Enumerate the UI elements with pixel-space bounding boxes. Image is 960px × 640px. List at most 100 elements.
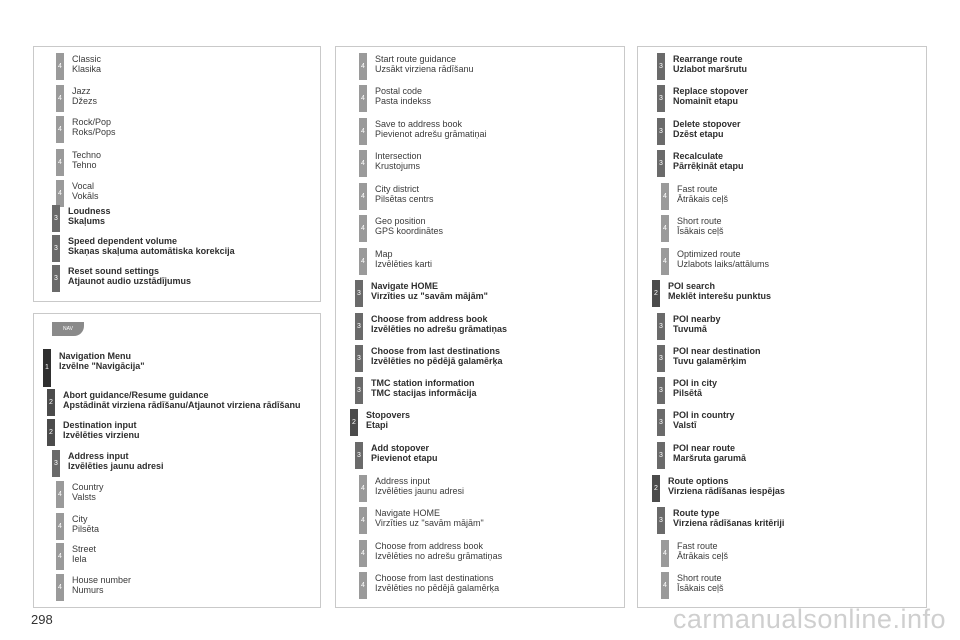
level-badge: 3 [52, 450, 60, 477]
panel-audio-settings [33, 46, 321, 302]
entry-label-en: TMC station information [371, 378, 475, 388]
entry-label-en: Intersection [375, 151, 422, 161]
entry-label-en: Route options [668, 476, 729, 486]
level-badge: 3 [355, 377, 363, 404]
entry-label-lv: TMC stacijas informācija [371, 388, 477, 398]
entry-label-en: Replace stopover [673, 86, 749, 96]
entry-label-lv: Pilsēta [72, 524, 100, 534]
entry-label-en: Route type [673, 508, 720, 518]
level-badge: 4 [56, 116, 64, 143]
entry-label-lv: Virzīties uz "savām mājām" [375, 518, 484, 528]
entry-label-lv: Pievienot adrešu grāmatiņai [375, 129, 487, 139]
entry-label-lv: Pasta indekss [375, 96, 432, 106]
entry-label-lv: Izvēlēties jaunu adresi [375, 486, 465, 496]
entry-label-en: Start route guidance [375, 54, 457, 64]
entry-label-en: POI nearby [673, 314, 721, 324]
level-badge: 3 [52, 265, 60, 292]
entry-label-lv: Krustojums [375, 161, 421, 171]
entry-label-lv: Džezs [72, 96, 98, 106]
level-badge: 3 [657, 150, 665, 177]
entry-label-lv: Tuvumā [673, 324, 707, 334]
entry-label-lv: Maršruta garumā [673, 453, 747, 463]
entry-label-lv: Skaņas skaļuma automātiska korekcija [68, 246, 235, 256]
entry-label-en: POI search [668, 281, 716, 291]
entry-label-en: Fast route [677, 184, 718, 194]
entry-label-en: Classic [72, 54, 102, 64]
entry-label-en: Save to address book [375, 119, 463, 129]
level-badge: 4 [359, 572, 367, 599]
level-badge: 3 [657, 409, 665, 436]
entry-label-lv: Izvēlēties no pēdējā galamērķa [371, 356, 503, 366]
entry-label-lv: Virziena rādīšanas iespējas [668, 486, 785, 496]
entry-label-lv: Vokāls [72, 191, 99, 201]
page-number: 298 [31, 612, 53, 627]
level-badge: 4 [661, 572, 669, 599]
entry-label-lv: Pilsētas centrs [375, 194, 434, 204]
level-badge: 3 [657, 85, 665, 112]
level-badge: 4 [359, 507, 367, 534]
level-badge: 4 [661, 183, 669, 210]
level-badge: 1 [43, 349, 51, 387]
level-badge: 4 [56, 53, 64, 80]
entry-label-en: Techno [72, 150, 102, 160]
panel-destination-stopovers [335, 46, 625, 608]
entry-label-lv: Skaļums [68, 216, 106, 226]
entry-label-lv: Tuvu galamērķim [673, 356, 747, 366]
entry-label-lv: Valstī [673, 420, 697, 430]
level-badge: 4 [661, 215, 669, 242]
entry-label-lv: Dzēst etapu [673, 129, 724, 139]
entry-label-en: Destination input [63, 420, 137, 430]
entry-label-lv: Tehno [72, 160, 97, 170]
level-badge: 2 [350, 409, 358, 436]
level-badge: 4 [359, 540, 367, 567]
entry-label-lv: Ātrākais ceļš [677, 551, 729, 561]
entry-label-lv: Izvēlēties no adrešu grāmatiņas [375, 551, 503, 561]
entry-label-en: POI near route [673, 443, 736, 453]
entry-label-lv: Uzsākt virziena rādīšanu [375, 64, 474, 74]
entry-label-en: Choose from address book [371, 314, 488, 324]
entry-label-en: Delete stopover [673, 119, 741, 129]
level-badge: 4 [661, 540, 669, 567]
entry-label-en: Rearrange route [673, 54, 743, 64]
entry-label-en: Recalculate [673, 151, 724, 161]
entry-label-lv: Apstādināt virziena rādīšanu/Atjaunot vi… [63, 400, 301, 410]
level-badge: 4 [56, 149, 64, 176]
entry-label-en: Fast route [677, 541, 718, 551]
level-badge: 3 [657, 313, 665, 340]
entry-label-en: Map [375, 249, 393, 259]
entry-label-en: Reset sound settings [68, 266, 160, 276]
level-badge: 4 [359, 150, 367, 177]
entry-label-lv: Numurs [72, 585, 104, 595]
level-badge: 3 [657, 442, 665, 469]
entry-label-en: Rock/Pop [72, 117, 112, 127]
entry-label-lv: Īsākais ceļš [677, 226, 724, 236]
level-badge: 3 [657, 118, 665, 145]
entry-label-en: Vocal [72, 181, 95, 191]
